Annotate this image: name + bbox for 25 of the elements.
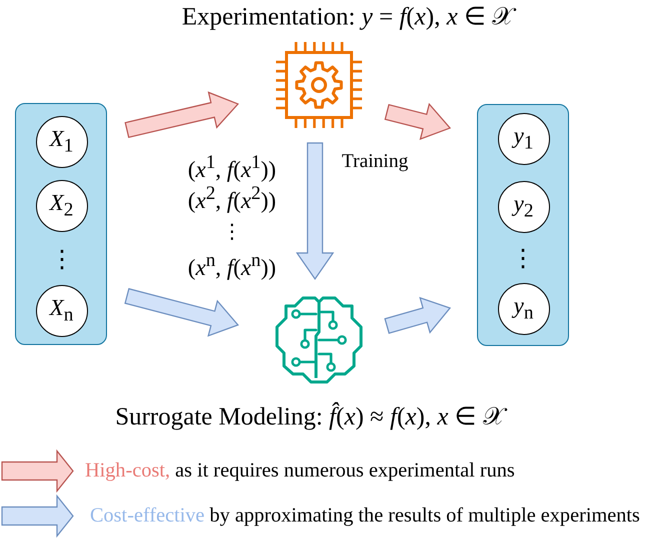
- block-arrow: [296, 142, 334, 280]
- chip-icon: [275, 41, 363, 129]
- brain-icon: [275, 296, 363, 384]
- rounded-panel: [477, 104, 569, 346]
- block-arrow: [384, 296, 452, 334]
- variable-circle: X$_{n}$: [36, 284, 88, 336]
- legend-text: Cost-effective by approximating the results of multiple experiments: [90, 504, 640, 528]
- data-pair: (x$^{n}$, f(x$^{n}$)): [188, 251, 276, 279]
- vertical-ellipsis: ⋮: [222, 221, 242, 241]
- variable-circle: X$_{2}$: [36, 180, 88, 232]
- variable-circle: X$_{1}$: [36, 116, 88, 168]
- block-arrow: [124, 91, 240, 138]
- vertical-ellipsis: ⋮: [50, 247, 74, 271]
- block-arrow: [124, 288, 240, 337]
- data-pair: (x$^{2}$, f(x$^{2}$)): [188, 184, 276, 212]
- formula-heading: Experimentation: y = f(x), x ∈ 𝒳: [182, 4, 514, 32]
- variable-circle: y$_{2}$: [498, 180, 550, 232]
- legend-text: High-cost, as it requires numerous experimental runs: [85, 459, 515, 483]
- block-arrow: [384, 102, 452, 140]
- rounded-panel: [15, 103, 107, 345]
- formula-caption: Surrogate Modeling: f̂(x) ≈ f(x), x ∈ 𝒳: [115, 404, 505, 432]
- variable-circle: y$_{1}$: [498, 112, 550, 164]
- variable-circle: y$_{n}$: [498, 282, 550, 334]
- data-pair: (x$^{1}$, f(x$^{1}$)): [188, 153, 276, 181]
- vertical-ellipsis: ⋮: [511, 246, 535, 270]
